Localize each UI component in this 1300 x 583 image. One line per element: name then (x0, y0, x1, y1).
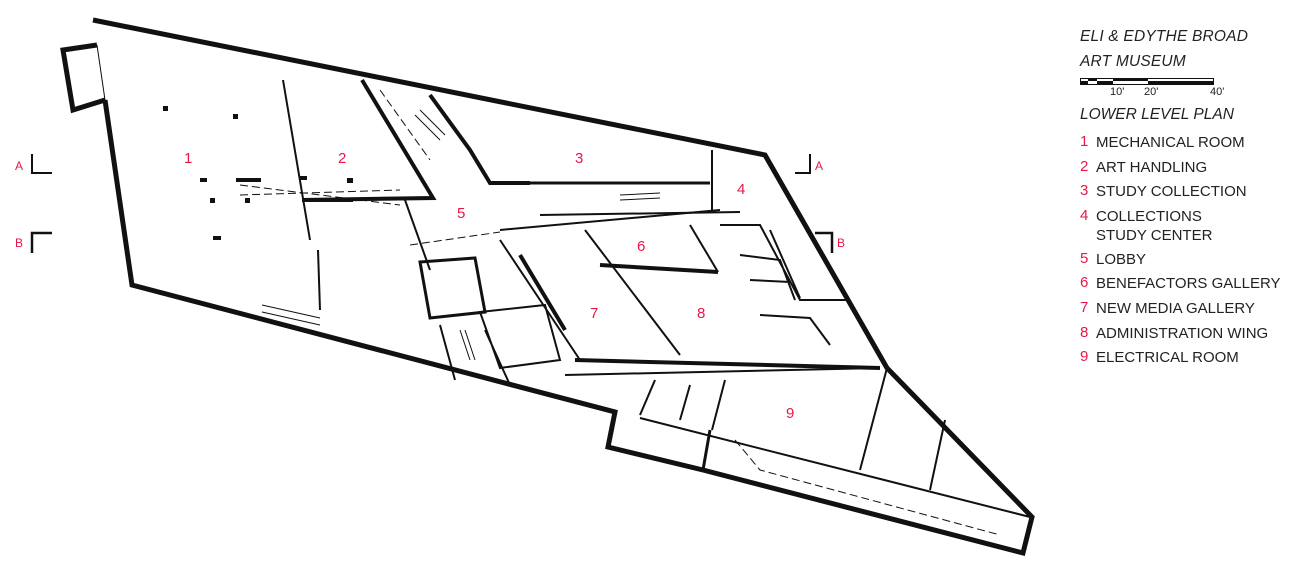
legend-item-label: ADMINISTRATION WING (1096, 324, 1269, 342)
room-number-2: 2 (338, 150, 346, 167)
wall (574, 358, 881, 370)
legend-item: 8 ADMINISTRATION WING (1080, 321, 1281, 346)
legend-item-number: 1 (1080, 133, 1089, 150)
legend: ELI & EDYTHE BROAD ART MUSEUM 10' 20' 40… (1080, 24, 1281, 370)
legend-item: 6 BENEFACTORS GALLERY (1080, 271, 1281, 296)
wall (701, 429, 712, 471)
legend-item-number: 3 (1080, 182, 1089, 200)
section-marker-b-right: B (815, 231, 845, 253)
museum-title-line2: ART MUSEUM (1080, 53, 1186, 70)
legend-item-label: BENEFACTORS GALLERY (1096, 275, 1281, 293)
legend-item-label: MECHANICAL ROOM (1096, 134, 1245, 151)
legend-item-number: 7 (1080, 298, 1089, 316)
electrical-room-walls (639, 367, 946, 491)
legend-item-number: 6 (1080, 274, 1089, 292)
legend-item-number: 4 (1080, 206, 1089, 224)
exterior-wall (60, 17, 1035, 557)
office-walls (720, 224, 850, 346)
wall (518, 253, 567, 332)
scale-bar: 10' 20' 40' (1080, 78, 1281, 104)
section-marker-a-right: A (795, 154, 823, 174)
legend-item-label: ART HANDLING (1096, 158, 1208, 176)
room-number-1: 1 (184, 150, 192, 167)
legend-item-label: NEW MEDIA GALLERY (1096, 299, 1255, 317)
legend-item-number: 2 (1080, 157, 1089, 175)
legend-item-number: 8 (1080, 323, 1089, 341)
svg-text:A: A (815, 159, 823, 173)
legend-item: 4 COLLECTIONS STUDY CENTER (1080, 204, 1281, 247)
legend-item: 2 ART HANDLING (1080, 155, 1281, 180)
legend-item: 3 STUDY COLLECTION (1080, 179, 1281, 204)
scale-label-10: 10' (1110, 86, 1125, 98)
room-number-9: 9 (786, 405, 794, 422)
room-number-4: 4 (737, 181, 745, 198)
legend-item-label: COLLECTIONS STUDY CENTER (1096, 207, 1213, 244)
restroom-walls (439, 303, 562, 386)
room-legend-list: 1 MECHANICAL ROOM 2 ART HANDLING 3 STUDY COLL… (1080, 130, 1281, 370)
legend-item: 1 MECHANICAL ROOM (1080, 130, 1281, 155)
room-number-5: 5 (457, 205, 465, 222)
section-marker-a-left: A (15, 154, 52, 174)
partition-wall (317, 249, 321, 311)
legend-item-number: 9 (1080, 348, 1089, 366)
wall (584, 229, 681, 356)
legend-item-label: ELECTRICAL ROOM (1096, 349, 1239, 367)
dashed-line (734, 439, 1001, 536)
room-number-8: 8 (697, 305, 705, 322)
legend-item: 9 ELECTRICAL ROOM (1080, 345, 1281, 370)
scale-label-20: 20' (1144, 86, 1159, 98)
wall (564, 367, 881, 376)
section-marker-b-left: B (15, 231, 52, 253)
window (96, 44, 106, 101)
gallery-wall (599, 263, 719, 274)
study-collection-wall (428, 93, 530, 185)
legend-item-label: LOBBY (1096, 250, 1147, 268)
wall (404, 199, 431, 271)
scale-label-40: 40' (1210, 86, 1225, 98)
room-number-7: 7 (590, 305, 598, 322)
room-number-6: 6 (637, 238, 645, 255)
columns (163, 106, 353, 240)
svg-text:A: A (15, 159, 23, 173)
legend-item: 5 LOBBY (1080, 247, 1281, 272)
legend-item: 7 NEW MEDIA GALLERY (1080, 296, 1281, 321)
svg-text:B: B (15, 236, 23, 250)
room-number-3: 3 (575, 150, 583, 167)
svg-text:B: B (837, 236, 845, 250)
partition-wall (282, 79, 311, 241)
museum-title-line1: ELI & EDYTHE BROAD (1080, 28, 1249, 45)
stair (261, 109, 661, 361)
plan-subtitle: LOWER LEVEL PLAN (1080, 106, 1234, 123)
corridor-wall (539, 211, 741, 216)
wall (689, 224, 719, 273)
stair-core-wall (301, 78, 437, 202)
wall (639, 417, 1031, 518)
legend-item-number: 5 (1080, 249, 1089, 267)
legend-item-label: STUDY COLLECTION (1096, 183, 1247, 201)
scale-bar-graphic (1080, 78, 1214, 85)
wall (499, 239, 581, 361)
